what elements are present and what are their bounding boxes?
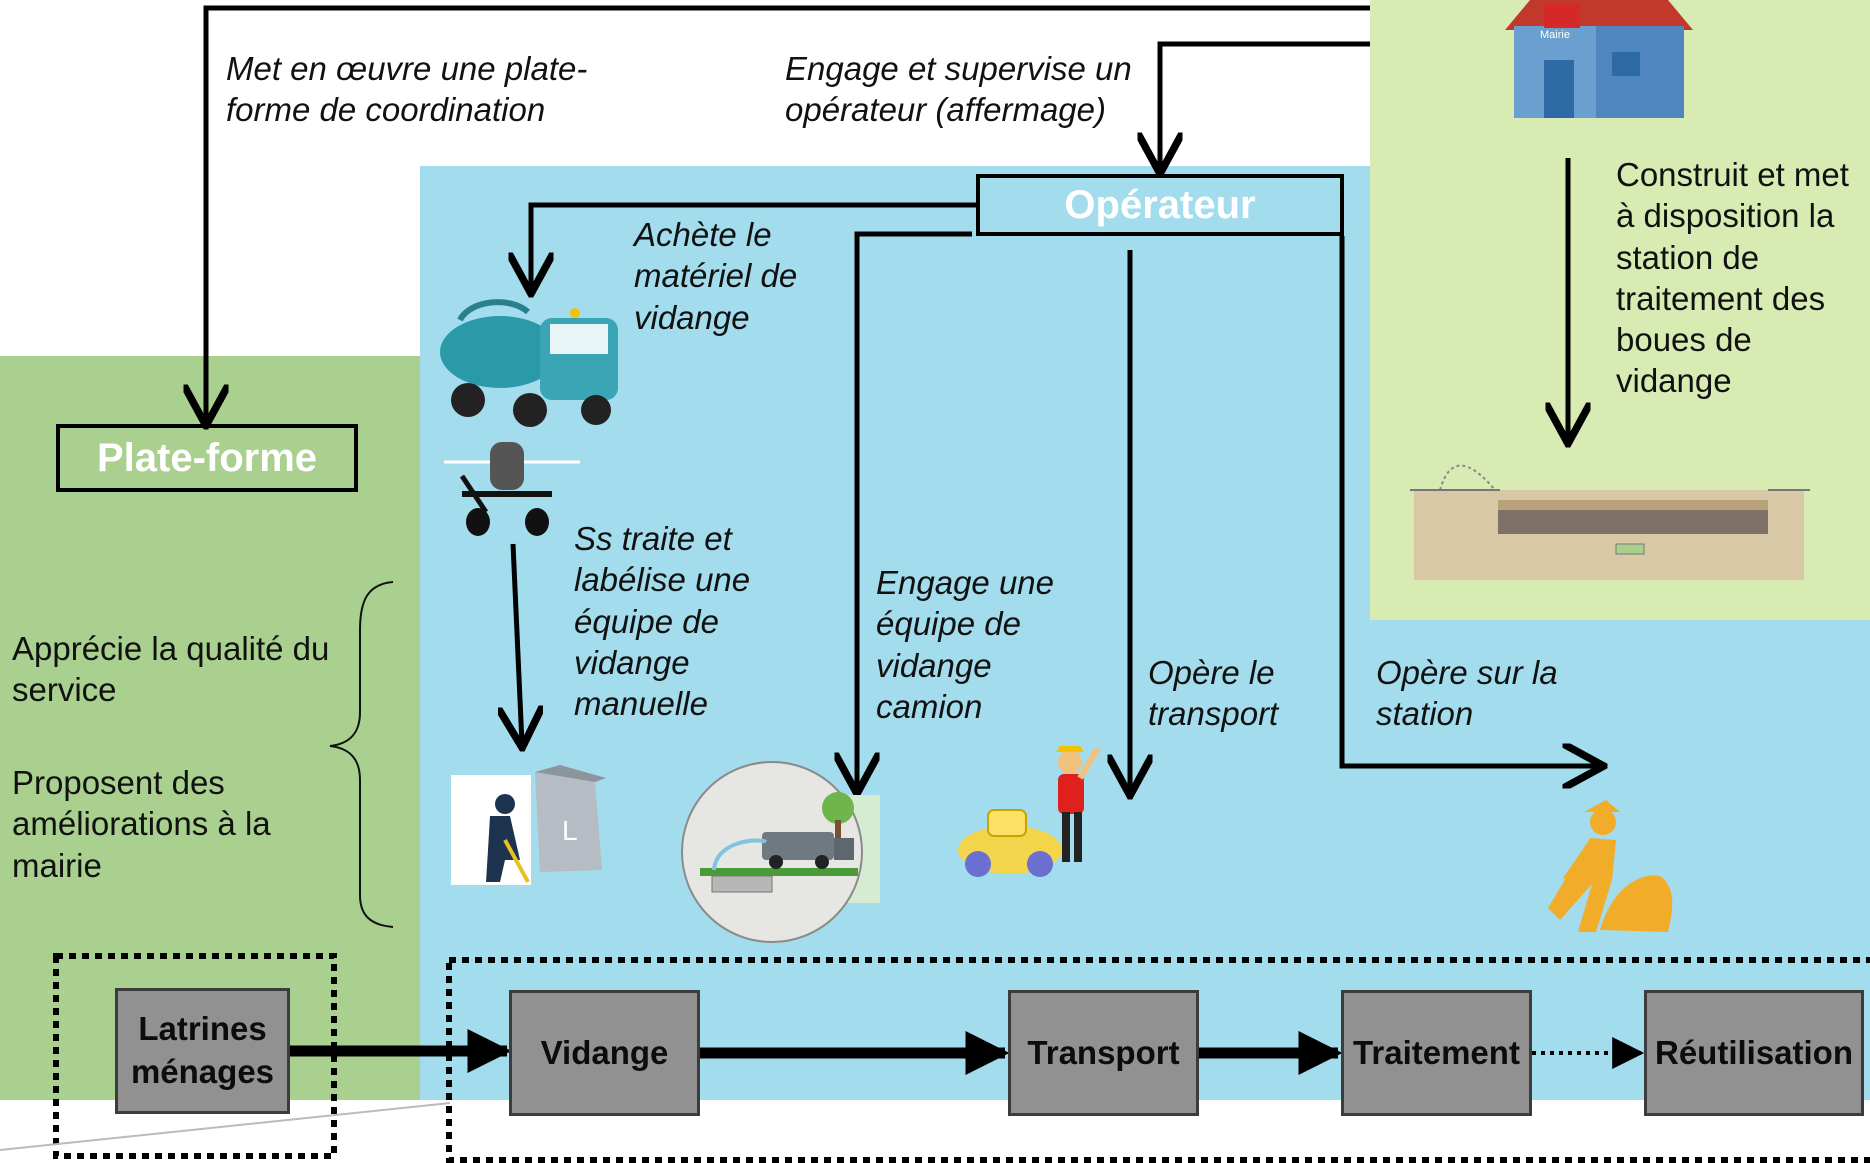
apprecie-label: Apprécie la qualité du service bbox=[12, 630, 330, 709]
camion-action-label: Engage une équipe de vidange camion bbox=[876, 564, 1055, 725]
construction-worker-icon bbox=[1548, 800, 1673, 932]
municipality-zone bbox=[0, 356, 420, 1100]
treatment-station-icon bbox=[1410, 464, 1810, 580]
proposent-label: Proposent des améliorations à la mairie bbox=[12, 764, 271, 884]
arrow-cart-manuelle bbox=[513, 543, 522, 744]
manual-cart-icon bbox=[444, 442, 580, 536]
svg-text:Mairie: Mairie bbox=[1540, 29, 1570, 41]
transport-action-label: Opère le transport bbox=[1148, 654, 1279, 733]
manuelle-action-label: Ss traite et labélise une équipe de vida… bbox=[574, 520, 751, 722]
arrow-operateur-camion bbox=[857, 231, 972, 790]
arrow-mairie-operateur bbox=[1160, 41, 1370, 170]
brace bbox=[329, 581, 394, 928]
achete-action-label: Achète le matériel de vidange bbox=[634, 216, 798, 336]
arrow-operateur-station bbox=[1339, 236, 1600, 766]
station-action-label: Opère sur la station bbox=[1376, 654, 1558, 733]
stage-reutilisation: Réutilisation bbox=[1644, 990, 1864, 1116]
manual-worker-icon: L bbox=[451, 765, 606, 885]
mairie-action-label: Construit et met à disposition la statio… bbox=[1616, 156, 1849, 400]
transport-car-icon bbox=[958, 746, 1101, 877]
mairie-house-icon: Mairie bbox=[1505, 0, 1693, 118]
stage-traitement: Traitement bbox=[1341, 990, 1532, 1116]
stage-transport: Transport bbox=[1008, 990, 1199, 1116]
svg-text:L: L bbox=[562, 815, 578, 846]
plateforme-action-label: Met en œuvre une plate-forme de coordina… bbox=[226, 50, 588, 129]
supervise-action-label: Engage et supervise un opérateur (afferm… bbox=[785, 50, 1132, 129]
stage-latrines: Latrines ménages bbox=[115, 988, 290, 1114]
stage-vidange: Vidange bbox=[509, 990, 700, 1116]
operateur-box: Opérateur bbox=[976, 174, 1344, 236]
arrow-mairie-plateforme bbox=[206, 5, 1370, 422]
frame-chain bbox=[446, 957, 1870, 1163]
truck-emptying-icon bbox=[681, 761, 880, 943]
plateforme-box: Plate-forme bbox=[56, 424, 358, 492]
vacuum-truck-icon bbox=[440, 299, 618, 427]
arrow-operateur-materiel bbox=[531, 202, 978, 290]
